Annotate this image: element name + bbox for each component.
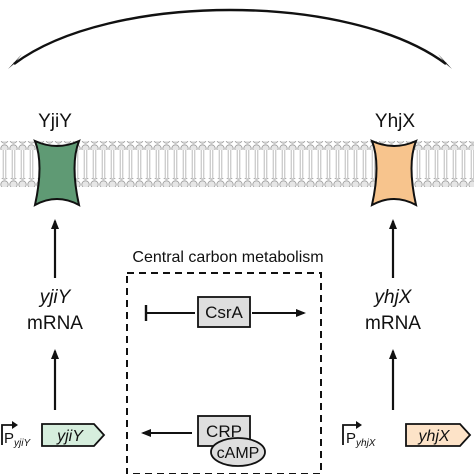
left-mrna-gene: yjiY xyxy=(38,287,72,308)
camp-label: cAMP xyxy=(217,445,260,462)
camp-ellipse xyxy=(210,437,266,467)
right-mrna-label: mRNA xyxy=(365,313,421,334)
right-promoter-arrowhead xyxy=(356,421,362,429)
right-promoter-arrow xyxy=(342,424,358,445)
arc-arrowhead-left xyxy=(8,54,22,69)
left-promoter-p: P xyxy=(4,430,14,447)
arc-arrowhead-right xyxy=(438,54,452,69)
crp-label: CRP xyxy=(206,422,242,441)
interaction-arc xyxy=(13,8,447,65)
right-promoter-sub: yhjX xyxy=(355,438,376,449)
protein-left-shape xyxy=(33,139,81,207)
metabolism-title: Central carbon metabolism xyxy=(132,249,323,266)
csra-label: CsrA xyxy=(205,303,243,322)
csra-box xyxy=(197,296,251,328)
left-gene-shape xyxy=(41,423,106,447)
left-mrna-label: mRNA xyxy=(27,313,83,334)
protein-left-label: YjiY xyxy=(38,111,72,132)
right-promoter-label: PyhjX xyxy=(346,430,376,449)
left-promoter-arrow xyxy=(1,424,14,445)
left-gene-label: yjiY xyxy=(56,428,84,445)
right-gene-shape xyxy=(405,423,472,447)
protein-right-label: YhjX xyxy=(375,111,415,132)
left-promoter-label: PyjiY xyxy=(4,430,31,449)
protein-right-shape xyxy=(370,139,418,207)
right-mrna-gene: yhjX xyxy=(373,287,413,308)
metabolism-box xyxy=(126,272,322,474)
left-promoter-sub: yjiY xyxy=(13,438,31,449)
right-gene-label: yhjX xyxy=(417,428,450,445)
left-promoter-arrowhead xyxy=(12,421,18,429)
right-promoter-p: P xyxy=(346,430,356,447)
